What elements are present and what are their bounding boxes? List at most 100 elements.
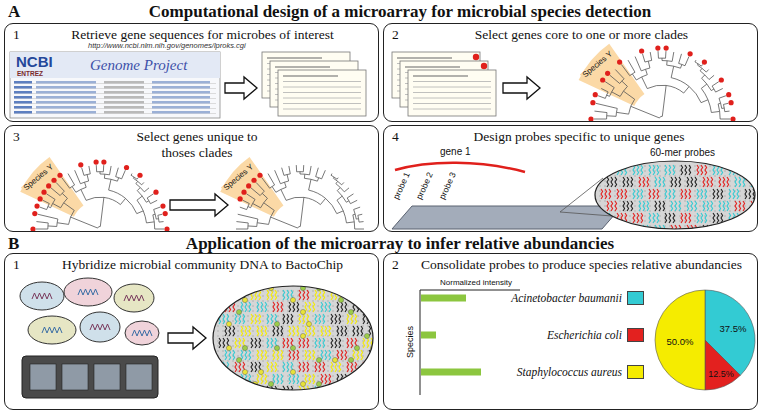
array-closeup	[272, 285, 273, 286]
array-closeup	[689, 189, 691, 199]
array-closeup	[242, 360, 243, 361]
marker-dot	[124, 165, 129, 170]
array-closeup	[744, 225, 745, 226]
array-closeup	[619, 185, 620, 186]
array-closeup	[317, 345, 318, 346]
array-closeup	[684, 175, 685, 176]
phylogenetic-tree	[719, 98, 722, 108]
array-closeup	[327, 360, 328, 361]
array-closeup	[327, 325, 328, 326]
marker-dot	[101, 160, 106, 165]
array-closeup	[734, 165, 735, 166]
array-closeup	[697, 237, 699, 247]
array-closeup	[236, 309, 241, 314]
array-closeup	[287, 305, 288, 306]
array-closeup	[291, 314, 293, 324]
array-closeup	[735, 201, 737, 211]
array-closeup	[594, 160, 762, 247]
marker-dot	[728, 100, 733, 105]
array-closeup	[657, 237, 659, 247]
array-closeup	[664, 210, 665, 211]
array-closeup	[275, 362, 277, 372]
array-closeup	[609, 185, 610, 186]
array-closeup	[664, 200, 665, 201]
array-closeup	[316, 357, 321, 362]
ncbi-screenshot	[152, 111, 210, 114]
array-closeup	[317, 375, 318, 376]
array-closeup	[685, 189, 687, 199]
array-closeup	[281, 302, 283, 312]
array-closeup	[659, 190, 660, 191]
array-closeup	[339, 314, 341, 324]
ncbi-screenshot	[104, 106, 144, 109]
array-closeup	[709, 190, 710, 191]
array-closeup	[734, 225, 735, 226]
array-closeup	[669, 189, 671, 199]
array-closeup	[639, 177, 641, 187]
array-closeup	[257, 345, 258, 346]
array-closeup	[342, 385, 343, 386]
array-closeup	[352, 380, 353, 381]
array-closeup	[233, 350, 235, 360]
array-closeup	[237, 330, 238, 331]
array-closeup	[362, 300, 363, 301]
array-closeup	[317, 315, 318, 316]
array-closeup	[255, 314, 257, 324]
phylogenetic-tree	[117, 178, 118, 181]
array-closeup	[347, 305, 348, 306]
phylogenetic-tree	[331, 174, 333, 176]
array-closeup	[212, 385, 213, 386]
array-closeup	[232, 385, 233, 386]
array-closeup	[367, 380, 368, 381]
array-closeup	[749, 165, 751, 175]
array-closeup	[325, 326, 327, 336]
array-closeup	[317, 365, 318, 366]
array-closeup	[222, 385, 223, 386]
array-closeup	[699, 175, 700, 176]
array-closeup	[634, 160, 635, 161]
array-closeup	[319, 314, 321, 324]
array-closeup	[367, 290, 368, 291]
array-closeup	[633, 237, 635, 247]
array-closeup	[714, 180, 715, 181]
array-closeup	[625, 237, 627, 247]
array-closeup	[649, 189, 651, 199]
array-closeup	[312, 300, 313, 301]
array-closeup	[679, 195, 680, 196]
array-closeup	[353, 326, 355, 336]
array-closeup	[639, 160, 640, 161]
array-closeup	[252, 360, 253, 361]
array-closeup	[312, 345, 313, 346]
array-closeup	[729, 180, 730, 181]
array-closeup	[665, 165, 667, 175]
array-closeup	[312, 385, 313, 386]
array-closeup	[332, 285, 333, 286]
phylogenetic-tree	[337, 211, 343, 214]
array-closeup	[719, 225, 721, 235]
array-closeup	[247, 310, 248, 311]
array-closeup	[239, 314, 241, 324]
array-closeup	[302, 330, 303, 331]
array-closeup	[267, 325, 268, 326]
array-closeup	[247, 290, 248, 291]
array-closeup	[342, 285, 343, 286]
array-closeup	[317, 350, 318, 351]
phylogenetic-tree	[665, 51, 666, 58]
array-closeup	[749, 210, 750, 211]
array-closeup	[237, 290, 238, 291]
phylogenetic-tree	[268, 174, 275, 185]
array-closeup	[274, 345, 279, 350]
phylogenetic-tree	[142, 182, 144, 184]
phylogenetic-tree	[137, 178, 138, 180]
array-closeup	[370, 297, 375, 302]
array-closeup	[624, 210, 625, 211]
array-closeup	[694, 220, 695, 221]
array-closeup	[347, 290, 348, 291]
array-closeup	[657, 213, 659, 223]
array-closeup	[719, 201, 721, 211]
array-closeup	[227, 285, 228, 286]
array-closeup	[317, 305, 318, 306]
phylogenetic-tree	[264, 203, 275, 211]
array-closeup	[739, 170, 740, 171]
sequence-page	[267, 57, 322, 58]
